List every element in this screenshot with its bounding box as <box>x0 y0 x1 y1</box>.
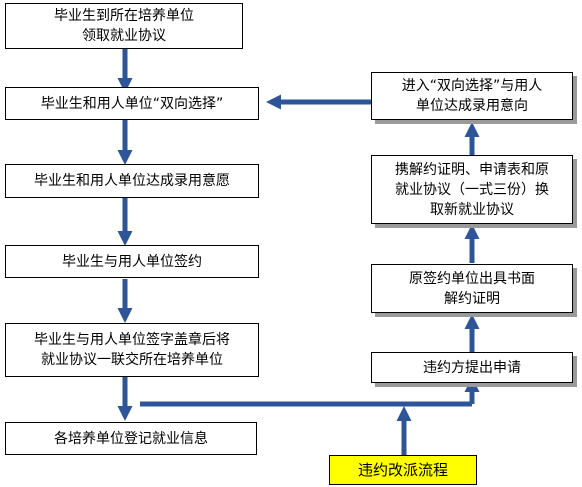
step-reenter-selection: 进入“双向选择”与用人 单位达成录用意向 <box>371 72 573 120</box>
step-mutual-selection: 毕业生和用人单位“双向选择” <box>5 87 259 120</box>
step-register: 各培养单位登记就业信息 <box>5 422 257 455</box>
step-intent: 毕业生和用人单位达成录用意愿 <box>5 164 259 198</box>
step-termination-certificate: 原签约单位出具书面 解约证明 <box>371 264 573 313</box>
step-exchange-agreement: 携解约证明、申请表和原 就业协议（一式三份）换 取新就业协议 <box>371 155 573 224</box>
breach-process-label: 违约改派流程 <box>329 455 477 485</box>
step-stamp-submit: 毕业生与用人单位签字盖章后将 就业协议一联交所在培养单位 <box>5 323 259 377</box>
step-breach-application: 违约方提出申请 <box>371 352 573 383</box>
step-receive-agreement: 毕业生到所在培养单位 领取就业协议 <box>5 3 243 49</box>
step-sign: 毕业生与用人单位签约 <box>5 245 259 278</box>
